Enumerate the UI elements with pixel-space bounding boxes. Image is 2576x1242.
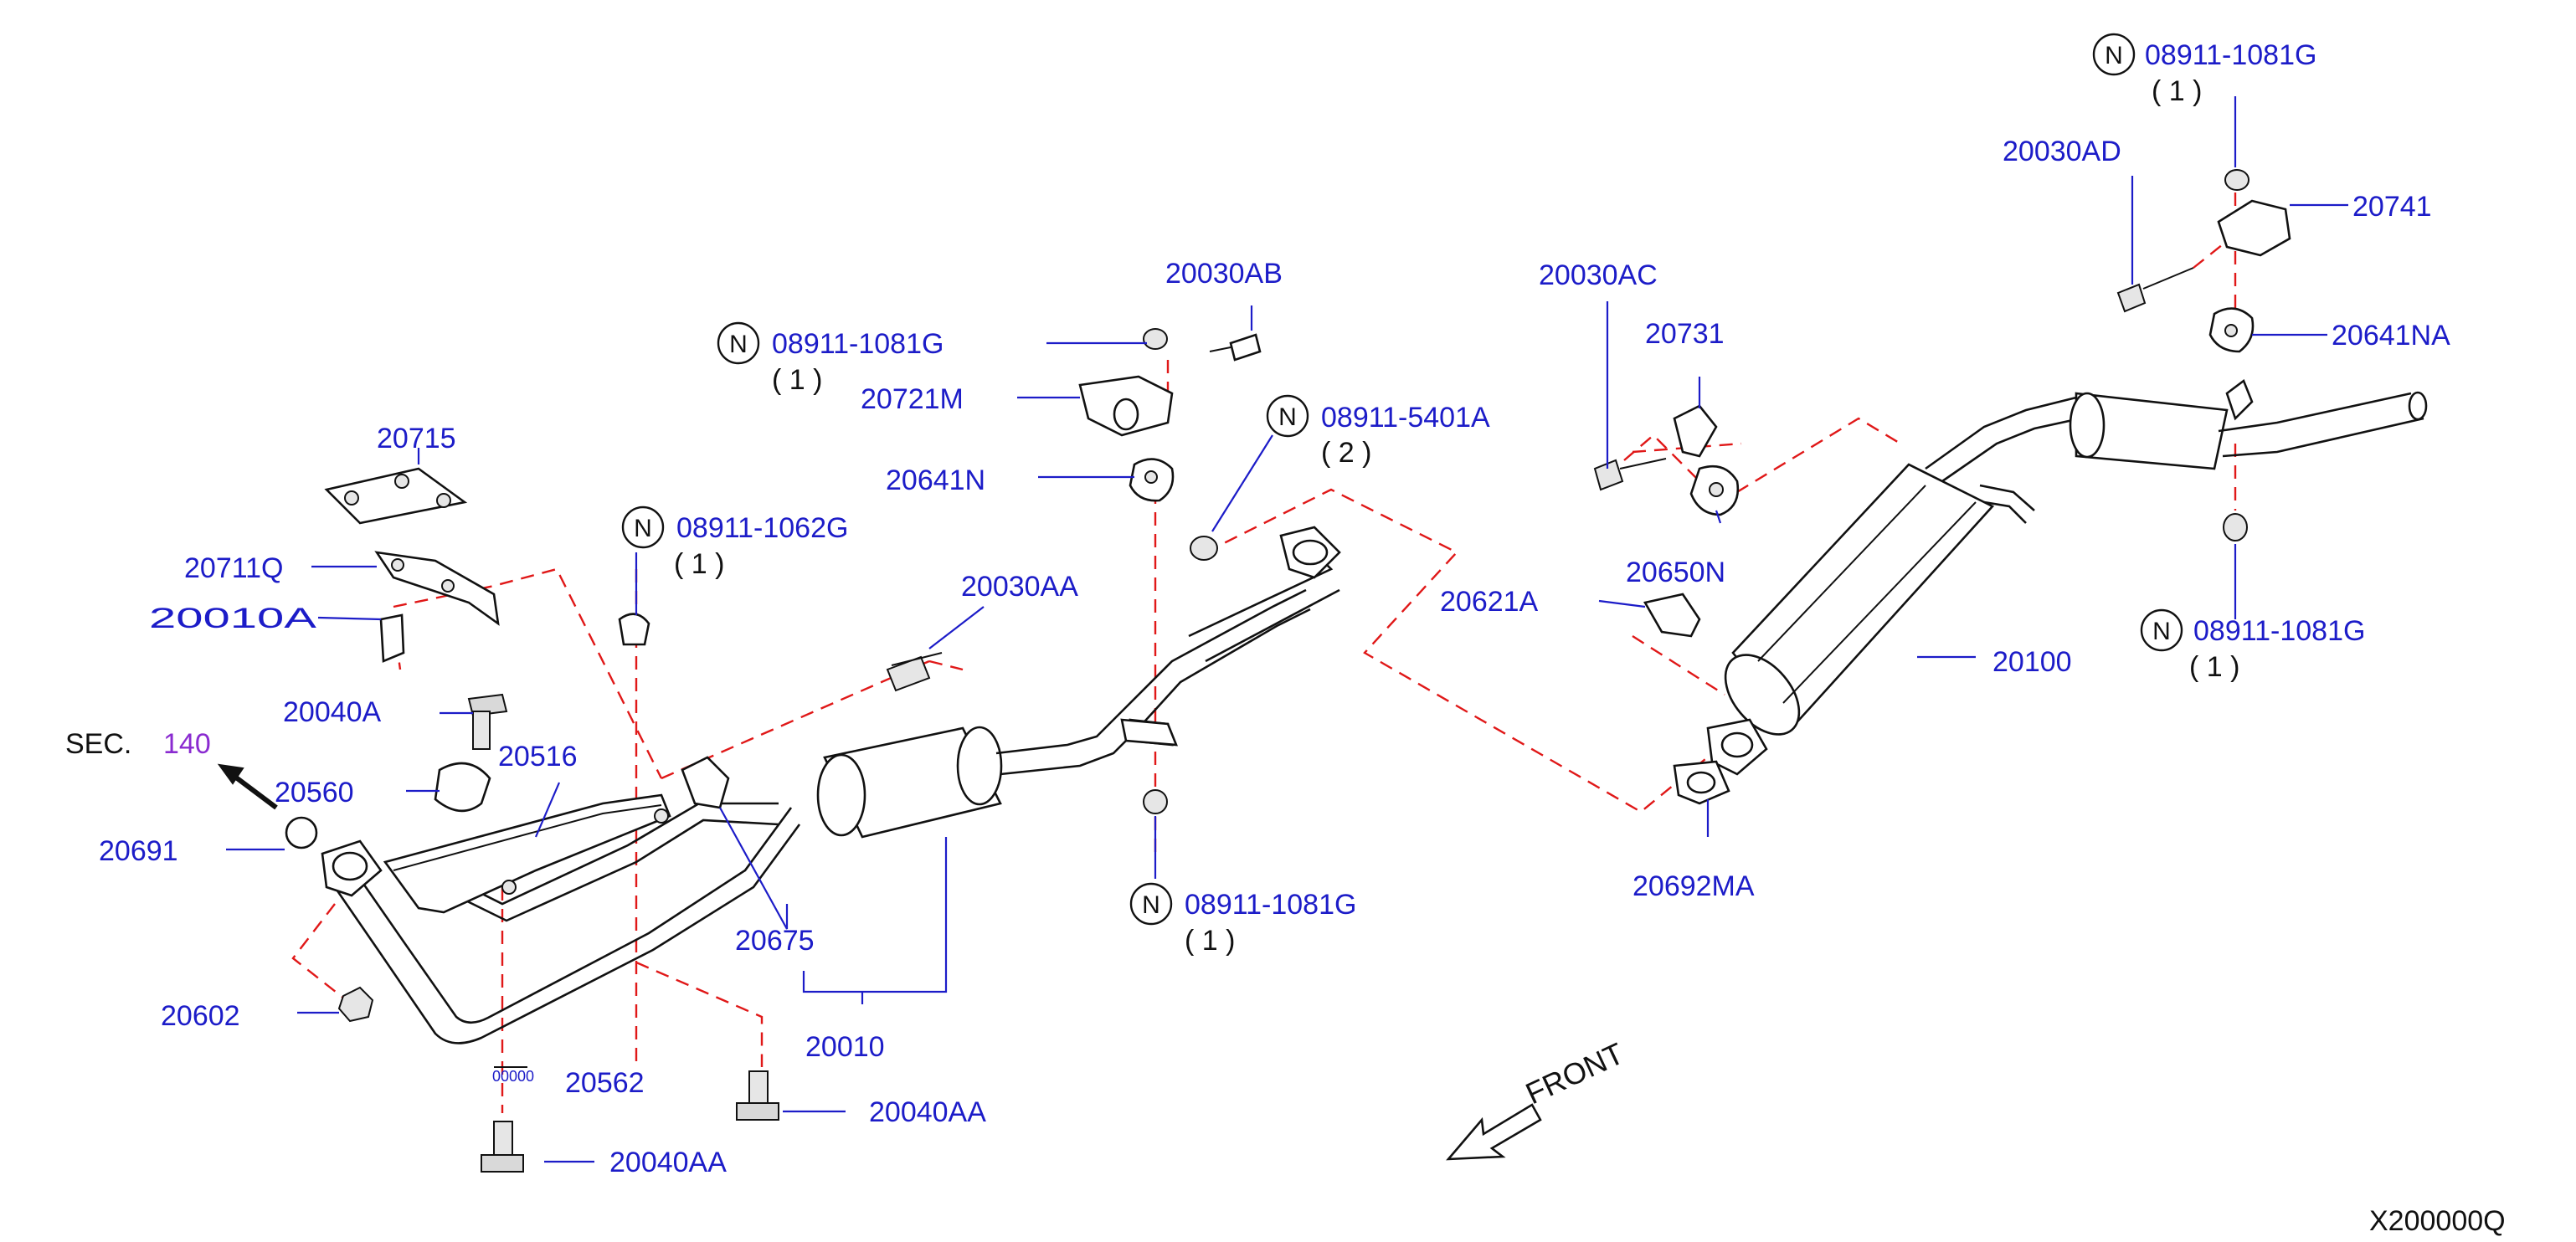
part-label-20641n[interactable]: 20641N	[886, 464, 985, 496]
section-arrow	[217, 763, 278, 810]
rear-muffler-20100	[1724, 396, 2081, 736]
part-label-20562[interactable]: 20562	[565, 1067, 645, 1099]
part-label-20030aa[interactable]: 20030AA	[961, 571, 1078, 603]
bracket-20731	[1593, 404, 1740, 638]
part-label-20040aa-bottom[interactable]: 20040AA	[609, 1147, 727, 1178]
part-number-labels: 20715 20711Q 20010A 20040A 20560 20691 2…	[99, 39, 2450, 1178]
part-label-08911-1081g-b[interactable]: 08911-1081G	[1185, 889, 1356, 921]
tail-muffler	[2069, 378, 2428, 470]
qty-08911-1081g-b: ( 1 )	[1185, 925, 1235, 957]
part-label-20040aa-mid[interactable]: 20040AA	[869, 1096, 986, 1128]
n-symbol-icon: N	[2092, 33, 2136, 76]
svg-text:N: N	[634, 515, 652, 542]
mid-pipe	[1129, 526, 1341, 747]
section-reference[interactable]: SEC. 140	[65, 728, 211, 760]
part-label-20010[interactable]: 20010	[805, 1031, 885, 1063]
part-label-20010a[interactable]: 20010A	[149, 603, 317, 634]
part-label-08911-1081g-d[interactable]: 08911-1081G	[2193, 615, 2365, 647]
leader-lines	[226, 96, 2348, 1163]
part-label-20030ad[interactable]: 20030AD	[2003, 136, 2121, 167]
svg-text:N: N	[2152, 618, 2171, 645]
part-label-20641na[interactable]: 20641NA	[2332, 320, 2450, 352]
n-symbol-icon: N	[1129, 882, 1173, 926]
part-label-20621a[interactable]: 20621A	[1440, 586, 1539, 618]
left-hardware	[285, 613, 779, 1173]
part-label-20560[interactable]: 20560	[275, 777, 354, 808]
part-label-20715[interactable]: 20715	[377, 423, 456, 454]
qty-08911-1081g-d: ( 1 )	[2189, 651, 2239, 683]
part-label-20030ab[interactable]: 20030AB	[1165, 258, 1283, 290]
qty-08911-1081g-a: ( 1 )	[772, 364, 822, 396]
svg-text:N: N	[1142, 891, 1160, 919]
part-label-20030ac[interactable]: 20030AC	[1539, 259, 1658, 291]
svg-text:N: N	[1278, 403, 1297, 431]
part-label-08911-5401a[interactable]: 08911-5401A	[1321, 402, 1490, 434]
center-hangers	[618, 613, 943, 809]
mount-20721m	[1078, 328, 1262, 814]
part-label-20731[interactable]: 20731	[1645, 318, 1725, 350]
part-label-20602[interactable]: 20602	[161, 1000, 240, 1032]
qty-08911-1062g: ( 1 )	[674, 548, 724, 580]
qty-08911-5401a: ( 2 )	[1321, 437, 1371, 469]
part-label-20650n[interactable]: 20650N	[1626, 557, 1725, 588]
part-label-20040a[interactable]: 20040A	[283, 696, 382, 728]
part-label-20691[interactable]: 20691	[99, 835, 178, 867]
bracket-20715	[324, 467, 468, 525]
svg-text:N: N	[729, 331, 748, 358]
figure-id: X200000Q	[2369, 1205, 2506, 1237]
part-label-08911-1081g-a[interactable]: 08911-1081G	[772, 328, 944, 360]
bracket-20711q	[374, 551, 500, 626]
n-symbol-markers: N N N N N N	[621, 33, 2183, 926]
part-label-20516[interactable]: 20516	[498, 741, 578, 772]
n-symbol-icon: N	[1266, 394, 1309, 438]
n-symbol-icon: N	[621, 506, 665, 549]
installation-dashed-lines	[291, 192, 2237, 1113]
section-prefix: SEC.	[65, 728, 131, 760]
exhaust-parts-drawing	[217, 169, 2428, 1173]
part-label-08911-1081g-c[interactable]: 08911-1081G	[2145, 39, 2316, 71]
heat-insulator-20516	[383, 793, 671, 914]
front-arrow-icon	[1446, 1103, 1542, 1161]
part-label-08911-1062g[interactable]: 08911-1062G	[676, 512, 848, 544]
part-label-20741[interactable]: 20741	[2352, 191, 2432, 223]
part-label-20100[interactable]: 20100	[1992, 646, 2072, 678]
svg-text:N: N	[2105, 42, 2123, 69]
part-label-20692ma[interactable]: 20692MA	[1632, 870, 1755, 902]
part-label-20562-small: 00000	[492, 1068, 534, 1085]
section-number[interactable]: 140	[163, 728, 211, 760]
part-label-20675[interactable]: 20675	[735, 925, 815, 957]
part-label-20721m[interactable]: 20721M	[861, 383, 964, 415]
part-label-20711q[interactable]: 20711Q	[184, 552, 283, 584]
rear-flange	[1673, 718, 1768, 805]
qty-08911-1081g-c: ( 1 )	[2152, 75, 2202, 107]
front-direction-label: FRONT	[1520, 1036, 1629, 1111]
bracket-20741	[2116, 169, 2291, 541]
n-symbol-icon: N	[717, 321, 760, 365]
center-muffler-20010	[816, 588, 1311, 839]
n-symbol-icon: N	[2140, 608, 2183, 652]
